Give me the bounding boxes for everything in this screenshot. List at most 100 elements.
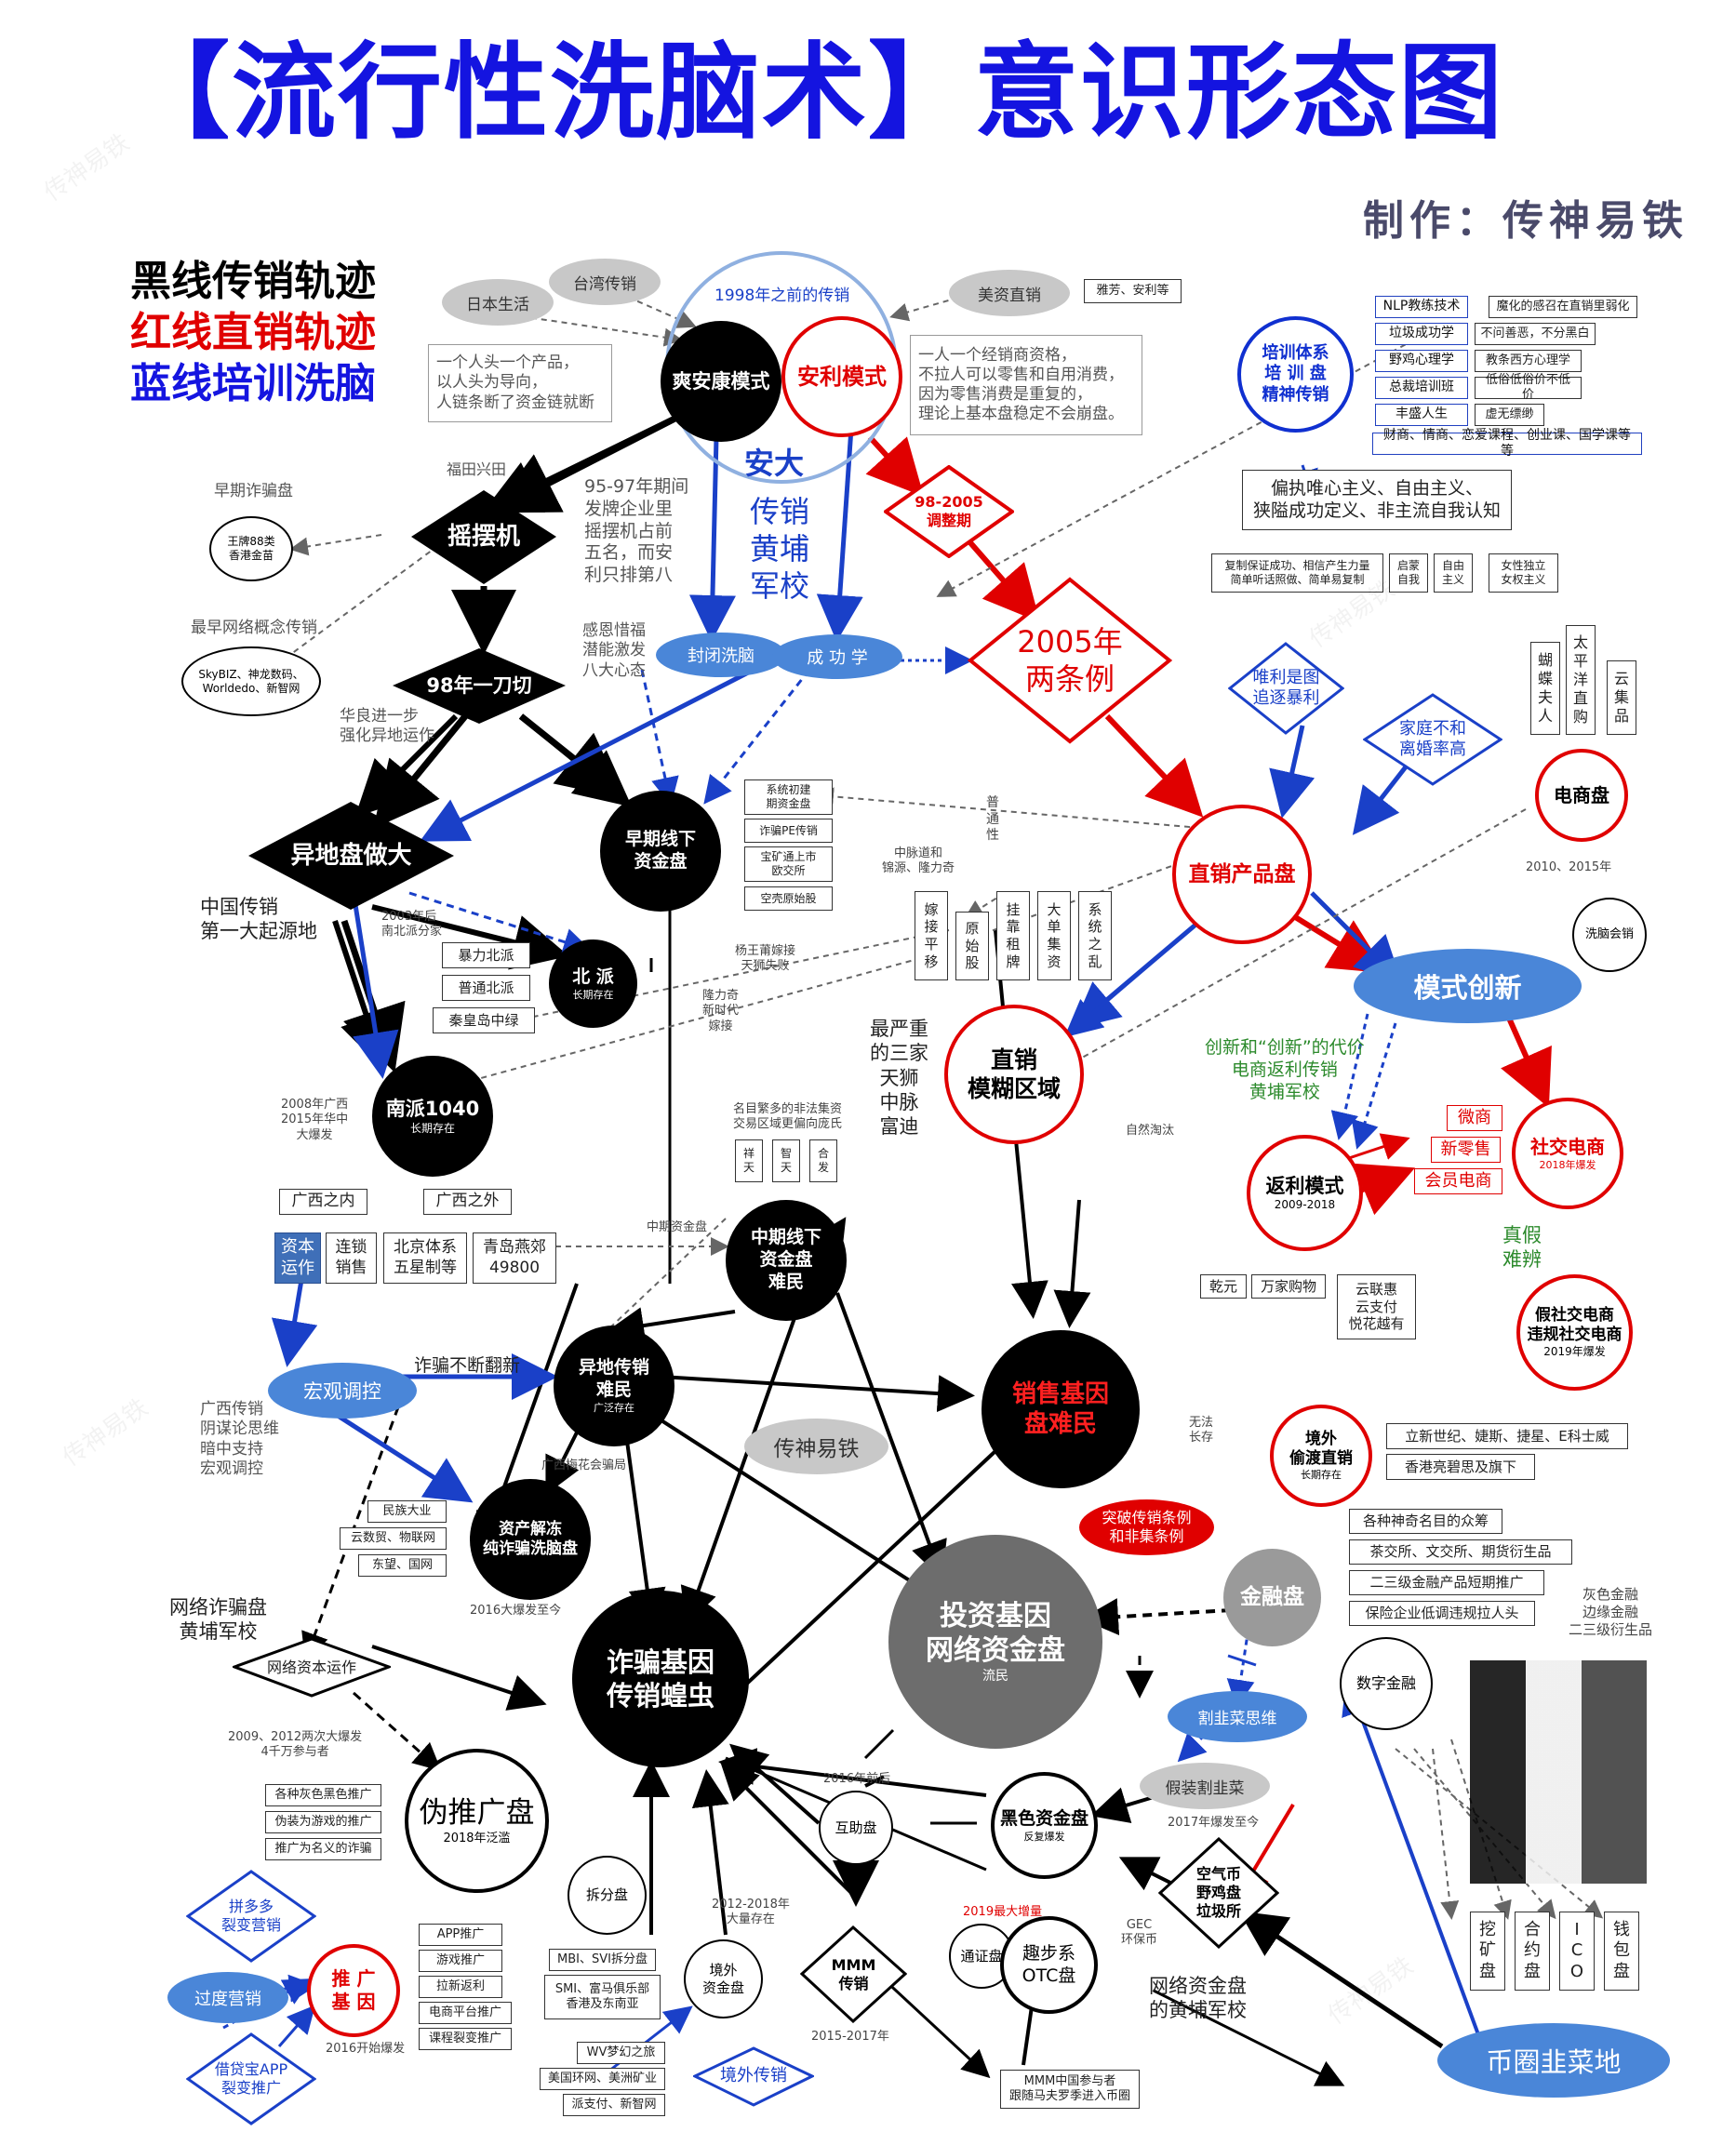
small-0: 复制保证成功、相信产生力量 简单听话照做、简单易复制 xyxy=(1211,553,1383,593)
qian-2: 云联惠 云支付 悦花越有 xyxy=(1337,1274,1416,1339)
yidi-nanmin-sub: 广泛存在 xyxy=(594,1401,634,1414)
vcol-1: 太 平 洋 直 购 xyxy=(1566,625,1596,735)
jinrong-list-0: 各种神奇名目的众筹 xyxy=(1349,1509,1502,1534)
mingmu-label: 名目繁多的非法集资 交易区域更偏向庞氏 xyxy=(733,1102,843,1132)
tupo-badge: 突破传销条例 和非集条例 xyxy=(1079,1499,1214,1555)
page-title: 【流行性洗脑术】意识形态图 xyxy=(126,33,1504,153)
putong-box: 普通北派 xyxy=(442,975,530,1001)
yangwang-label: 杨王莆嫁接 天狮失败 xyxy=(735,944,796,974)
minzu-box: 民族大业 xyxy=(367,1500,447,1523)
xiaoshou-node: 销售基因 盘难民 xyxy=(982,1330,1140,1488)
jinrong-node: 金融盘 xyxy=(1223,1549,1321,1646)
dongwang-box: 东望、国网 xyxy=(358,1554,447,1577)
guangxi-chuanxiao: 广西传销 阴谋论思维 暗中支持 宏观调控 xyxy=(200,1400,279,1478)
y2016q-label: 2016年前后 xyxy=(823,1772,891,1786)
wv-2: 派支付、新智网 xyxy=(563,2094,665,2116)
weili-node: 唯利是图 追逐暴利 xyxy=(1228,642,1344,735)
tuiguang-node: 推 广 基 因 xyxy=(307,1944,400,2037)
heise-node: 黑色资金盘 反复爆发 xyxy=(991,1772,1098,1879)
list1-2: 宝矿通上市 欧交所 xyxy=(744,846,833,882)
yaobaiji-node: 摇摆机 xyxy=(409,488,558,586)
moshi-cloud: 模式创新 xyxy=(1354,949,1582,1023)
yidi-node: 异地盘做大 xyxy=(247,800,456,912)
meizi-cloud: 美资直销 xyxy=(949,270,1070,316)
pinduoduo-node: 拼多多 裂变营销 xyxy=(186,1870,316,1963)
vcol-2: 云 集 品 xyxy=(1607,660,1636,735)
y2019-label: 2019最大增量 xyxy=(963,1905,1043,1919)
fanli-sub: 2009-2018 xyxy=(1274,1198,1336,1212)
wangluo-zp: 网络诈骗盘 黄埔军校 xyxy=(169,1596,267,1644)
shuzi-node: 数字金融 xyxy=(1340,1637,1433,1730)
pianzhi-box: 偏执唯心主义、自由主义、 狭隘成功定义、非主流自我认知 xyxy=(1242,470,1512,530)
hualiang-label: 华良进一步 强化异地运作 xyxy=(340,707,434,746)
weishang-box: 微商 xyxy=(1447,1105,1502,1131)
anli-node: 安利模式 xyxy=(781,316,902,437)
heise-title: 黑色资金盘 xyxy=(999,1807,1088,1829)
liansuo-box: 连锁 销售 xyxy=(326,1232,377,1284)
wv-0: WV梦幻之旅 xyxy=(577,2042,665,2064)
fujian-label: 福田兴田 xyxy=(447,460,507,478)
weitui-node: 伪推广盘 2018年泛滥 xyxy=(405,1749,549,1893)
beipai-node: 北 派 长期存在 xyxy=(549,939,637,1028)
mmm-cn-box: MMM中国参与者 跟随马夫罗季进入币圈 xyxy=(1000,2070,1140,2109)
nlp-out-2: 教条西方心理学 xyxy=(1475,350,1582,372)
caifu-box: 财商、情商、恋爱课程、创业课、国学课等等 xyxy=(1372,428,1642,459)
wakuang-1: 合 约 盘 xyxy=(1515,1912,1550,1991)
gezhong-1: 伪装为游戏的推广 xyxy=(265,1811,381,1833)
huiyuan-box: 会员电商 xyxy=(1414,1168,1502,1194)
wufa-label: 无法 长存 xyxy=(1189,1416,1214,1446)
zhongguo-label: 中国传销 第一大起源地 xyxy=(200,896,317,943)
col-0: 嫁 接 平 移 xyxy=(915,891,948,980)
nlp-out-1: 不问善恶，不分黑白 xyxy=(1475,323,1596,345)
col-2: 挂 靠 租 牌 xyxy=(996,891,1030,980)
mbi-1: SMI、富马俱乐部 香港及东南亚 xyxy=(544,1975,661,2019)
dianshang-node: 电商盘 xyxy=(1535,749,1628,842)
yidao-node: 98年一刀切 xyxy=(391,646,568,726)
wakuang-3: 钱 包 盘 xyxy=(1604,1912,1639,1991)
wangluo-zb-node: 网络资本运作 xyxy=(233,1637,391,1698)
shejiao-node: 社交电商 2018年爆发 xyxy=(1512,1098,1623,1209)
touzi-title: 投资基因 网络资金盘 xyxy=(926,1599,1065,1668)
chaifen-node: 拆分盘 xyxy=(568,1856,647,1935)
touzi-sub: 流民 xyxy=(982,1668,1008,1684)
weitui-title: 伪推广盘 xyxy=(419,1796,535,1830)
y2010-label: 2010、2015年 xyxy=(1526,860,1612,874)
jiazhuang-cloud: 假装割韭菜 xyxy=(1140,1763,1270,1809)
huise-label: 灰色金融 边缘金融 二三级衍生品 xyxy=(1569,1586,1653,1638)
touzi-node: 投资基因 网络资金盘 流民 xyxy=(888,1535,1102,1749)
jia-shejiao-node: 假社交电商 违规社交电商 2019年爆发 xyxy=(1516,1274,1633,1391)
jingwai-zj-node: 境外 资金盘 xyxy=(684,1939,763,2018)
gecai-cloud: 割韭菜思维 xyxy=(1168,1691,1307,1742)
tuiguang-sub: 2016开始爆发 xyxy=(326,2042,406,2056)
nan2003-label: 2003年后 南北派分家 xyxy=(381,910,443,939)
heise-sub: 反复爆发 xyxy=(1023,1830,1065,1843)
nlp-out-3: 低俗低俗价不低价 xyxy=(1475,373,1582,402)
amway-node: 爽安康模式 xyxy=(661,321,781,442)
lixin-box: 立新世纪、婕斯、捷星、E科士威 xyxy=(1386,1423,1628,1449)
list1-3: 空壳原始股 xyxy=(744,886,833,911)
zaoqi-node: 早期线下 资金盘 xyxy=(600,791,721,912)
zhongqi-small: 中期资金盘 xyxy=(647,1220,708,1234)
gezhong-2: 推广为名义的诈骗 xyxy=(265,1838,381,1860)
mbi-0: MBI、SVI拆分盘 xyxy=(549,1949,656,1971)
beipai-sub: 长期存在 xyxy=(572,988,614,1001)
nlp-0: NLP教练技术 xyxy=(1375,296,1468,318)
yafang-box: 雅芳、安利等 xyxy=(1084,279,1182,303)
zichan-node: 资产解冻 纯诈骗洗脑盘 xyxy=(470,1479,591,1600)
meihua-label: 广西梅花会骗局 xyxy=(541,1459,627,1472)
nanpai-sub: 长期存在 xyxy=(409,1121,455,1135)
app-0: APP推广 xyxy=(419,1924,502,1946)
xianggang-box: 香港亮碧思及旗下 xyxy=(1386,1454,1535,1480)
chuanshen-cloud: 传神易铁 xyxy=(744,1419,888,1474)
zhongmai-label: 中脉道和 锦源、隆力奇 xyxy=(882,846,955,876)
col-1: 原 始 股 xyxy=(955,912,989,980)
putong-vert: 普 通 性 xyxy=(986,795,999,843)
nlp-4: 丰盛人生 xyxy=(1375,404,1468,426)
riben-cloud: 日本生活 xyxy=(442,279,554,326)
nlp-out-0: 魔化的感召在直销里弱化 xyxy=(1489,296,1637,318)
legend-red: 红线直销轨迹 xyxy=(130,309,376,356)
fanli-node: 返利模式 2009-2018 xyxy=(1247,1135,1363,1251)
jiating-node: 家庭不和 离婚率高 xyxy=(1363,693,1502,786)
tiaozheng-node: 98-2005 调整期 xyxy=(884,465,1014,558)
nanpai-title: 南派1040 xyxy=(385,1098,480,1121)
